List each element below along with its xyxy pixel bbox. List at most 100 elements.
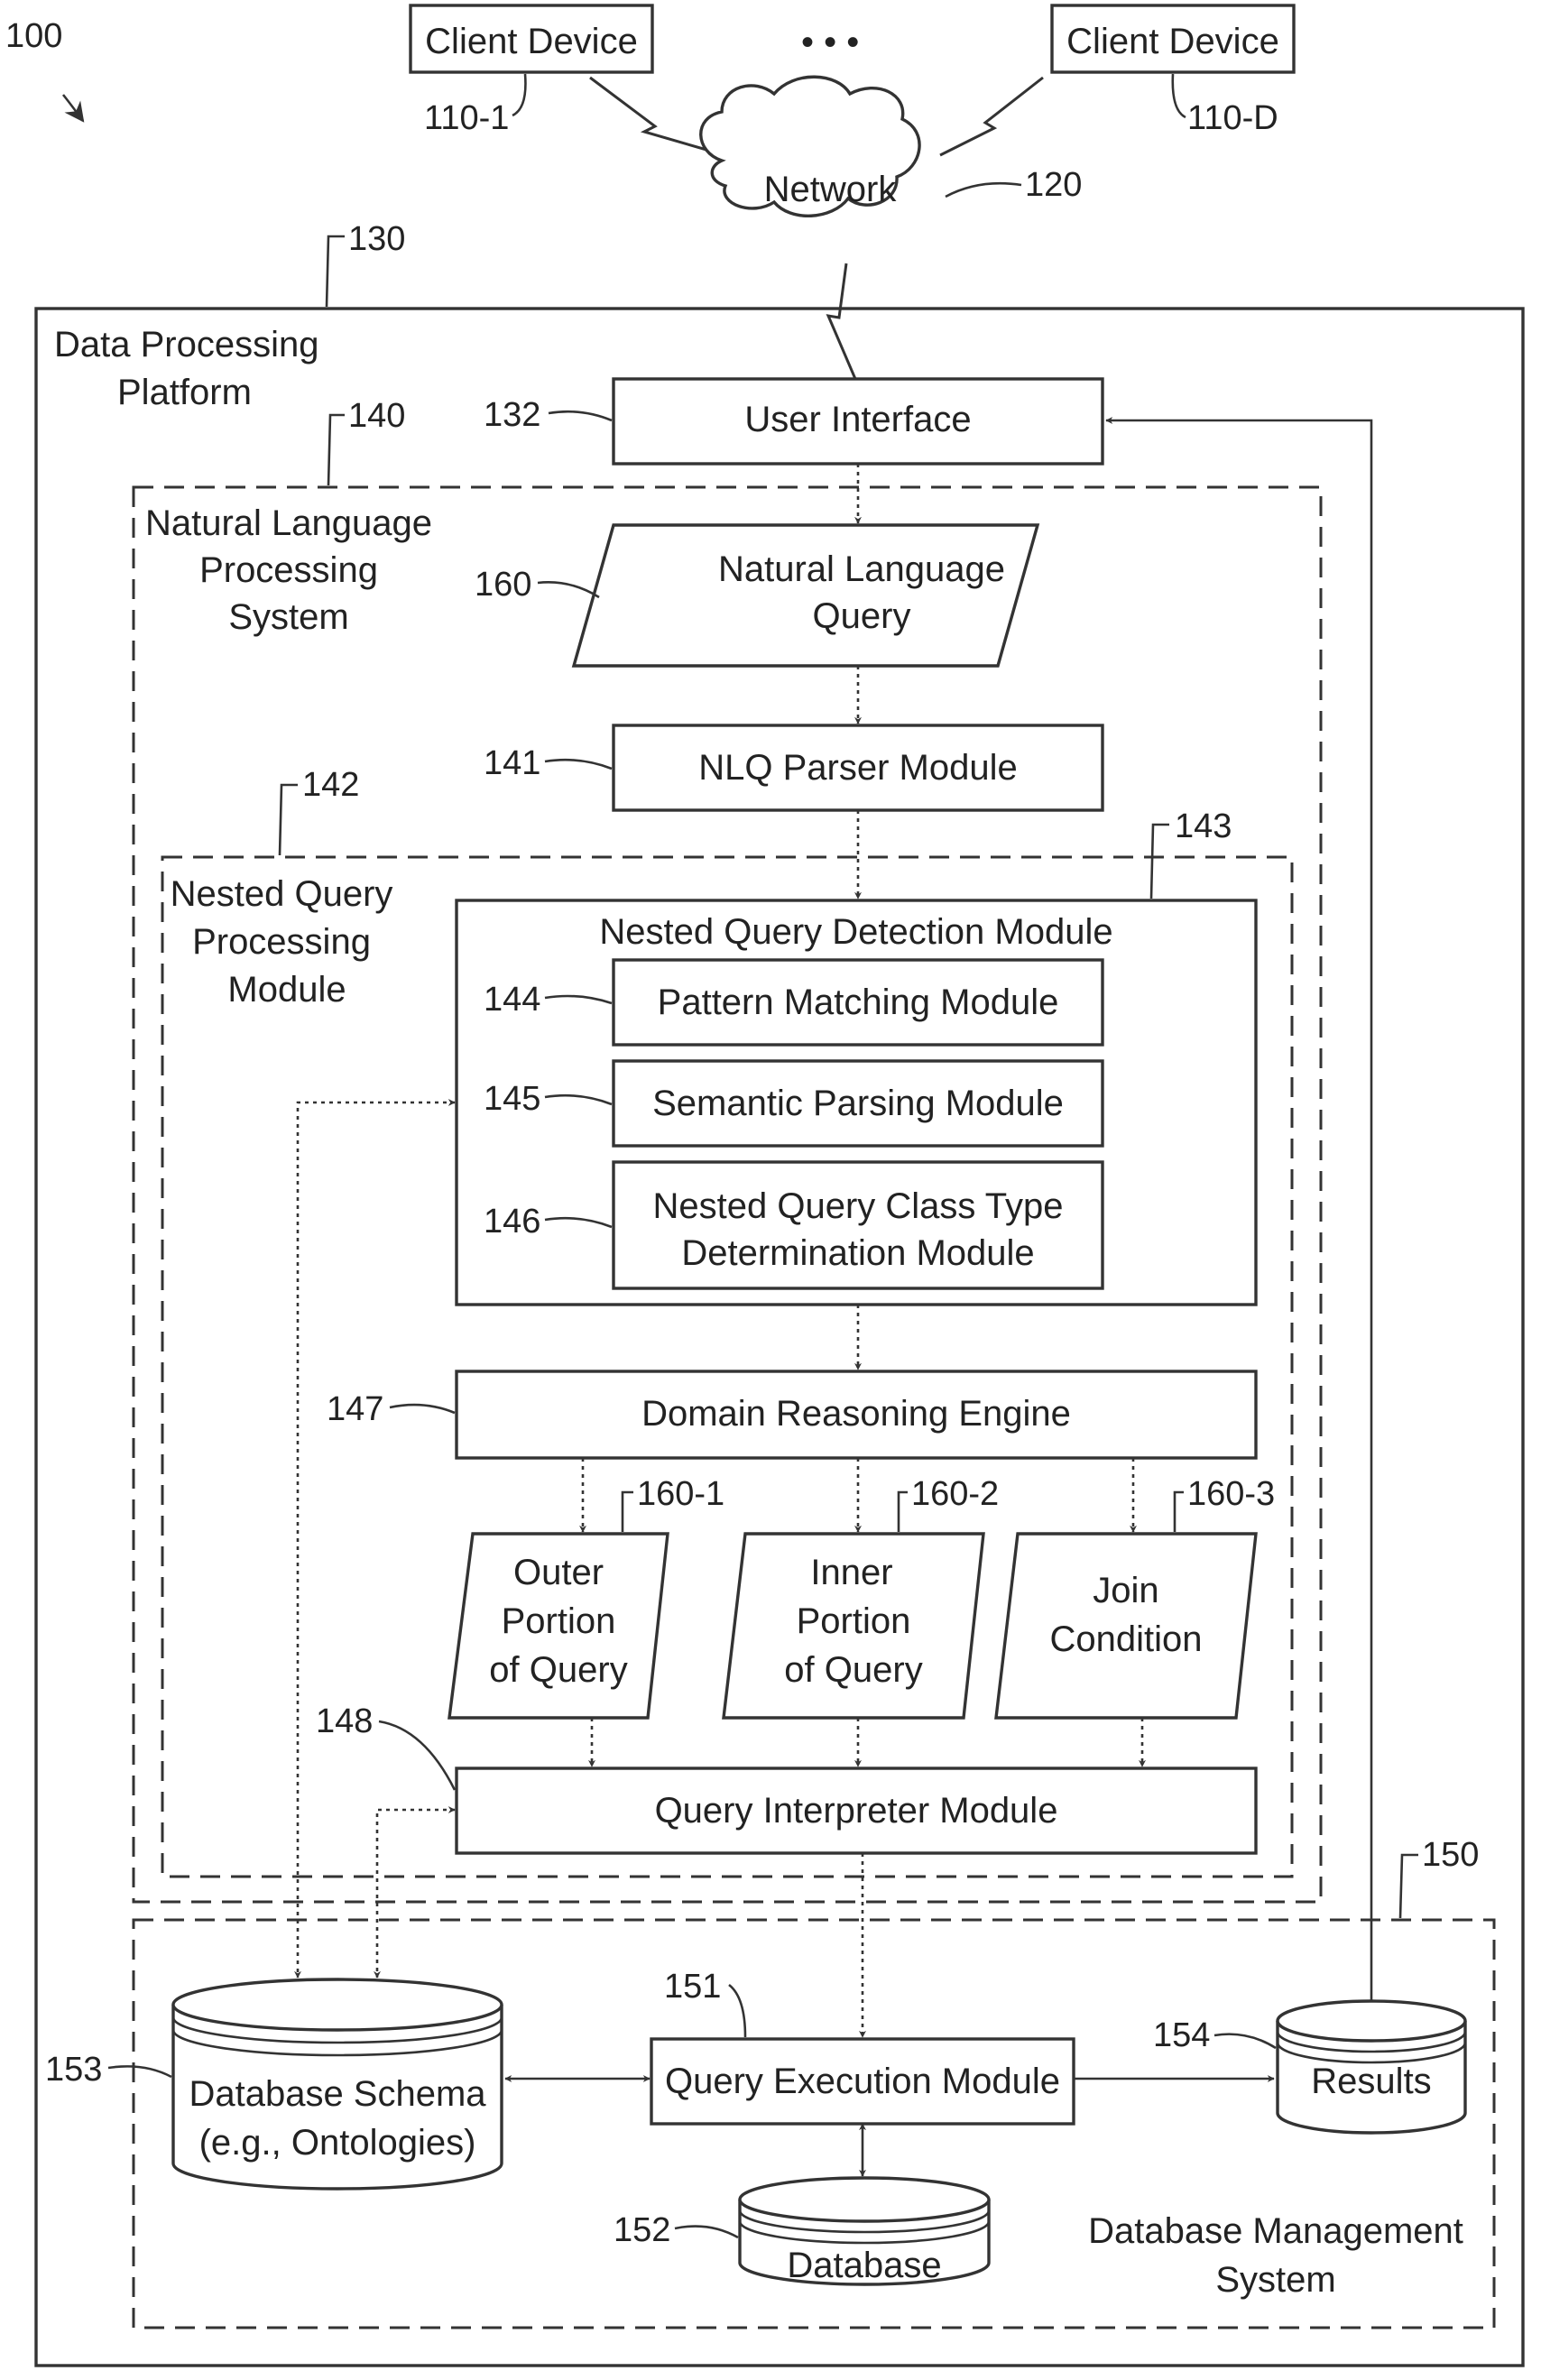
network-cloud: Network xyxy=(699,75,921,218)
nlq-parser-label: NLQ Parser Module xyxy=(698,748,1017,788)
client-device-right: Client Device xyxy=(1050,4,1296,74)
user-interface-label: User Interface xyxy=(744,400,971,439)
join-condition-ref-leader xyxy=(1173,1490,1184,1532)
inner-portion-label-1: Inner xyxy=(810,1553,892,1592)
database-schema-cylinder: Database Schema (e.g., Ontologies) xyxy=(171,1978,503,2191)
query-execution-box xyxy=(650,2037,1075,2126)
nlp-system xyxy=(132,485,1323,1904)
client-device-left-ref: 110-1 xyxy=(424,99,509,137)
dbms-label-2: System xyxy=(1215,2260,1335,2300)
figure-ref: 100 xyxy=(5,17,62,55)
class-type-ref-leader xyxy=(544,1216,613,1229)
nl-query-ref-leader xyxy=(537,581,600,599)
join-condition-shape xyxy=(994,1532,1258,1720)
query-interpreter-ref: 148 xyxy=(316,1702,373,1740)
outer-portion-ref-leader xyxy=(621,1490,633,1532)
inner-portion-shape xyxy=(722,1532,985,1720)
user-interface-ref: 132 xyxy=(484,396,540,434)
query-interpreter-label: Query Interpreter Module xyxy=(655,1791,1058,1831)
nlp-system-label-1: Natural Language xyxy=(145,503,432,543)
join-condition-ref: 160-3 xyxy=(1187,1475,1275,1513)
domain-reasoning-ref-leader xyxy=(389,1403,456,1415)
outer-portion-label-2: Portion xyxy=(502,1601,616,1641)
svg-text:Client Device: Client Device xyxy=(425,22,638,61)
results-ref: 154 xyxy=(1153,2016,1210,2054)
nlq-parser-box xyxy=(612,724,1104,812)
outer-portion-ref: 160-1 xyxy=(637,1475,724,1513)
svg-text:Network: Network xyxy=(764,170,898,209)
pattern-matching-ref: 144 xyxy=(484,981,540,1019)
nested-processing-label-2: Processing xyxy=(192,922,371,962)
figure-ref-arrow xyxy=(61,94,85,123)
semantic-parsing-box xyxy=(612,1059,1104,1148)
client-device-left-leader xyxy=(512,73,527,117)
nl-query-label-1: Natural Language xyxy=(718,549,1005,589)
interpreter-schema-link xyxy=(374,1806,456,1979)
detection-module-ref: 143 xyxy=(1175,807,1232,845)
pattern-matching-ref-leader xyxy=(544,994,613,1005)
svg-text:Client Device: Client Device xyxy=(1066,22,1279,61)
database-ref-leader xyxy=(674,2225,739,2239)
query-interpreter-ref-leader xyxy=(378,1720,457,1791)
database-ref: 152 xyxy=(614,2211,670,2249)
pattern-matching-label: Pattern Matching Module xyxy=(658,982,1059,1022)
inner-portion-ref-leader xyxy=(897,1490,908,1532)
results-to-ui-feedback xyxy=(1105,417,1373,2001)
database-cylinder: Database xyxy=(738,2176,991,2286)
results-cylinder: Results xyxy=(1276,1999,1467,2135)
join-condition-label-2: Condition xyxy=(1049,1619,1202,1659)
outer-portion-shape xyxy=(448,1532,669,1720)
nested-processing-label-3: Module xyxy=(227,970,346,1010)
inner-portion-label-3: of Query xyxy=(784,1650,922,1690)
domain-reasoning-ref: 147 xyxy=(327,1390,383,1428)
query-execution-ref-leader xyxy=(728,1983,747,2038)
dbms-ref-leader xyxy=(1398,1853,1418,1919)
detection-schema-link xyxy=(294,1099,456,1979)
link-platform-bolt xyxy=(826,263,857,380)
class-type-ref: 146 xyxy=(484,1203,540,1241)
inner-portion-ref: 160-2 xyxy=(911,1475,999,1513)
class-type-box xyxy=(612,1160,1104,1290)
client-device-right-ref: 110-D xyxy=(1187,99,1278,137)
schema-ref: 153 xyxy=(45,2051,102,2089)
nlq-parser-ref: 141 xyxy=(484,744,540,782)
svg-text:(e.g., Ontologies): (e.g., Ontologies) xyxy=(199,2123,476,2163)
platform-label-1: Data Processing xyxy=(54,325,318,364)
outer-portion-label-3: of Query xyxy=(489,1650,627,1690)
network-ref: 120 xyxy=(1025,166,1082,204)
platform-label-2: Platform xyxy=(117,373,252,412)
nl-query-ref: 160 xyxy=(475,566,531,604)
semantic-parsing-ref-leader xyxy=(544,1093,613,1106)
client-device-right-leader xyxy=(1171,73,1186,119)
schema-ref-leader xyxy=(107,2065,172,2079)
nl-query-label-2: Query xyxy=(813,596,911,636)
nlp-system-ref-leader xyxy=(327,413,345,486)
dbms-label-1: Database Management xyxy=(1088,2211,1463,2251)
pattern-matching-box xyxy=(612,958,1104,1047)
detection-module-label: Nested Query Detection Module xyxy=(599,912,1112,952)
nested-processing-ref: 142 xyxy=(302,766,359,804)
inner-portion-label-2: Portion xyxy=(797,1601,911,1641)
client-device-left: Client Device xyxy=(409,4,654,74)
database-management-system xyxy=(132,1918,1496,2329)
nlp-system-ref: 140 xyxy=(348,397,405,435)
dbms-ref: 150 xyxy=(1422,1836,1479,1874)
nested-processing-module xyxy=(161,855,1294,1878)
semantic-parsing-ref: 145 xyxy=(484,1080,540,1118)
query-execution-ref: 151 xyxy=(664,1968,721,2006)
outer-portion-label-1: Outer xyxy=(513,1553,604,1592)
platform-ref-leader xyxy=(325,235,345,308)
nlp-system-label-3: System xyxy=(228,597,348,637)
class-type-label-1: Nested Query Class Type xyxy=(652,1186,1063,1226)
semantic-parsing-label: Semantic Parsing Module xyxy=(652,1084,1064,1123)
results-ref-leader xyxy=(1213,2033,1277,2050)
query-interpreter-box xyxy=(455,1767,1258,1855)
link-left-bolt xyxy=(589,76,714,153)
svg-text:Database: Database xyxy=(787,2246,941,2285)
user-interface-box xyxy=(612,377,1104,466)
nl-query-shape xyxy=(571,523,1040,668)
domain-reasoning-box xyxy=(455,1370,1258,1460)
ellipsis: • • • xyxy=(801,23,859,62)
nested-processing-ref-leader xyxy=(278,783,298,856)
